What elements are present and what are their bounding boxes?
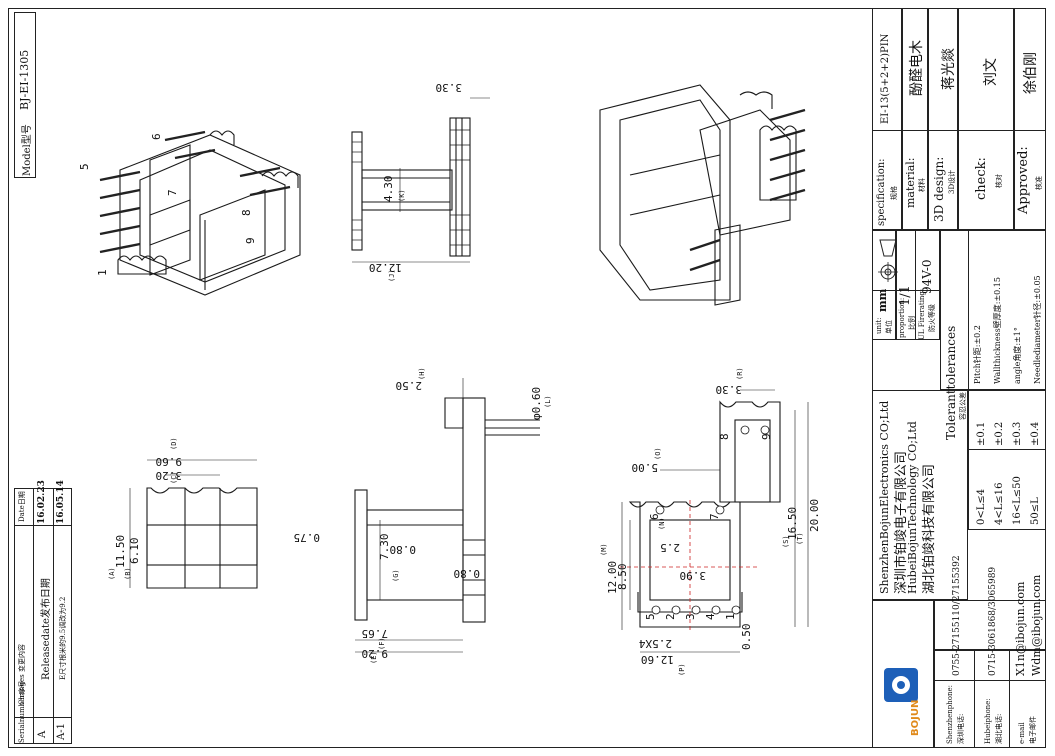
pin-number: 8 — [718, 433, 731, 440]
dim-label: 0.80 — [454, 567, 481, 580]
pin-number: 1 — [96, 269, 109, 276]
bottom-view-dims: 3.30 (R) 5.00 (O) 2.5 (N) 3.90 12.00 8.5… — [600, 367, 821, 676]
dim-label: 0.80 — [390, 543, 417, 556]
pin-number: 4 — [704, 613, 717, 620]
side-view — [354, 378, 540, 653]
dim-label: 20.00 — [808, 499, 821, 532]
dim-tag: (K) — [398, 189, 406, 202]
iso-left-pin-labels: 5 6 7 8 9 1 — [78, 133, 257, 276]
company-logo: BOJUN — [880, 668, 928, 738]
dim-label: 3.30 — [716, 383, 743, 396]
front-view-dims: 9.60 (D) 3.20 (C) 11.50 (A) 6.10 (B) — [108, 437, 182, 580]
dim-label: 0.50 — [740, 624, 753, 651]
pin-number: 3 — [684, 613, 697, 620]
dim-tag: (D) — [170, 437, 178, 450]
dim-label: 7.30 — [378, 534, 391, 561]
bottom-view — [620, 389, 809, 653]
dim-tag: (O) — [654, 447, 662, 460]
dim-label: 5.00 — [632, 461, 659, 474]
dim-tag: (C) — [170, 471, 178, 484]
dim-label: 7.65 — [362, 627, 389, 640]
dim-label: 0.75 — [294, 531, 321, 544]
dim-tag: (E) — [370, 651, 378, 664]
front-view — [129, 459, 258, 589]
pin-number: 8 — [240, 209, 253, 216]
pin-number: 5 — [644, 613, 657, 620]
dim-label: 9.20 — [362, 647, 389, 660]
dim-tag: (H) — [418, 367, 426, 380]
dim-label: 16.50 — [786, 507, 799, 540]
dim-tag: (A) — [108, 567, 116, 580]
bottom-view-pin-labels: 8 9 6 7 5 1 3 2 4 — [644, 433, 773, 620]
dim-label: φ0.60 — [530, 387, 543, 420]
dim-tag: (R) — [736, 367, 744, 380]
dim-tag: (B) — [124, 567, 132, 580]
model-box — [14, 12, 36, 178]
pin-number: 9 — [244, 237, 257, 244]
dim-label: 12.20 — [369, 261, 402, 274]
dim-tag: (T) — [796, 532, 804, 545]
pin-number: 1 — [724, 613, 737, 620]
isometric-view-right — [599, 84, 806, 306]
dim-tag: (M) — [600, 543, 608, 556]
dim-label: 2.5 — [660, 541, 680, 554]
dim-tag: (J) — [388, 269, 396, 282]
dim-tag: (N) — [658, 517, 666, 530]
dim-label: 3.30 — [436, 81, 463, 94]
pin-number: 7 — [708, 513, 721, 520]
isometric-view-left — [99, 130, 301, 296]
dim-tag: (P) — [678, 663, 686, 676]
pin-number: 6 — [648, 513, 661, 520]
top-view — [351, 97, 490, 263]
pin-number: 5 — [78, 163, 91, 170]
dim-label: 3.20 — [156, 469, 183, 482]
side-view-dims: 2.50 (H) φ0.60 (L) 0.75 7.30 (G) 0.80 0.… — [294, 367, 553, 664]
dim-label: 11.50 — [114, 535, 127, 568]
dim-label: 12.00 — [606, 561, 619, 594]
dim-label: 12.60 — [641, 653, 674, 666]
dim-tag: (G) — [392, 569, 400, 582]
dim-tag: (F) — [378, 637, 386, 650]
dim-label: 2.5X4 — [639, 637, 672, 650]
pin-number: 7 — [166, 189, 179, 196]
pin-number: 6 — [150, 133, 163, 140]
dim-label: 2.50 — [396, 379, 423, 392]
dim-label: 6.10 — [128, 538, 141, 565]
dim-label: 8.50 — [616, 564, 629, 591]
dim-tag: (S) — [782, 535, 790, 548]
dim-label: 4.30 — [382, 176, 395, 203]
dim-label: 9.60 — [156, 455, 183, 468]
dim-label: 3.90 — [680, 569, 707, 582]
top-view-dims: 3.30 4.30 (K) 12.20 (J) — [369, 81, 462, 282]
pin-number: 9 — [760, 433, 773, 440]
pin-number: 2 — [664, 613, 677, 620]
dim-tag: (L) — [544, 395, 552, 408]
